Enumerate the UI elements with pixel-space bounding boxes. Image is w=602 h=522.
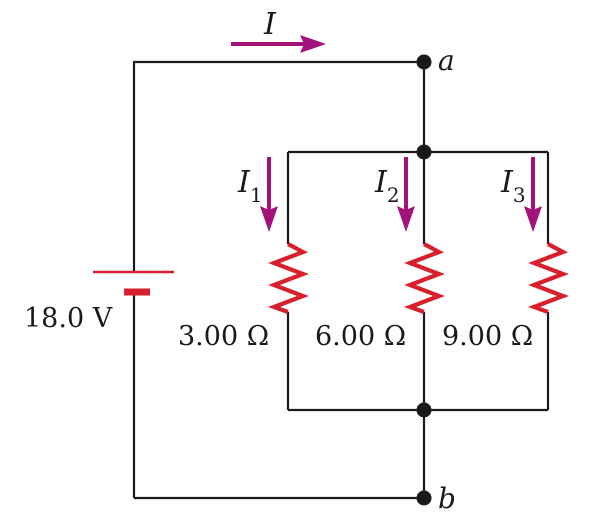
resistor-3: [527, 242, 569, 314]
current-label-3: I3: [500, 165, 526, 207]
current-label-2-sub: 2: [387, 183, 400, 207]
junction-top-dot: [416, 144, 432, 160]
top-wire: [132, 60, 426, 150]
current-label-1: I1: [237, 165, 263, 207]
current-arrowhead-1: [260, 206, 278, 232]
battery-voltage-label: 18.0 V: [24, 303, 113, 334]
current-label-total: I: [263, 7, 277, 42]
resistor-1-label: 3.00 Ω: [178, 321, 269, 352]
junction-bottom-dot: [416, 402, 432, 418]
current-arrowhead-total: [300, 35, 326, 53]
node-label-b: b: [438, 482, 456, 515]
current-label-1-sub: 1: [250, 183, 263, 207]
node-label-a: a: [438, 44, 455, 77]
resistor-2: [403, 242, 445, 314]
resistor-1: [267, 242, 309, 314]
node-a-dot: [416, 54, 432, 70]
resistor-2-label: 6.00 Ω: [315, 321, 406, 352]
current-arrowhead-3: [524, 206, 542, 232]
node-b-dot: [416, 490, 432, 506]
current-arrowhead-2: [397, 206, 415, 232]
current-label-2: I2: [374, 165, 400, 207]
bottom-wire: [134, 410, 426, 500]
resistor-3-label: 9.00 Ω: [442, 321, 533, 352]
current-label-3-sub: 3: [513, 183, 526, 207]
